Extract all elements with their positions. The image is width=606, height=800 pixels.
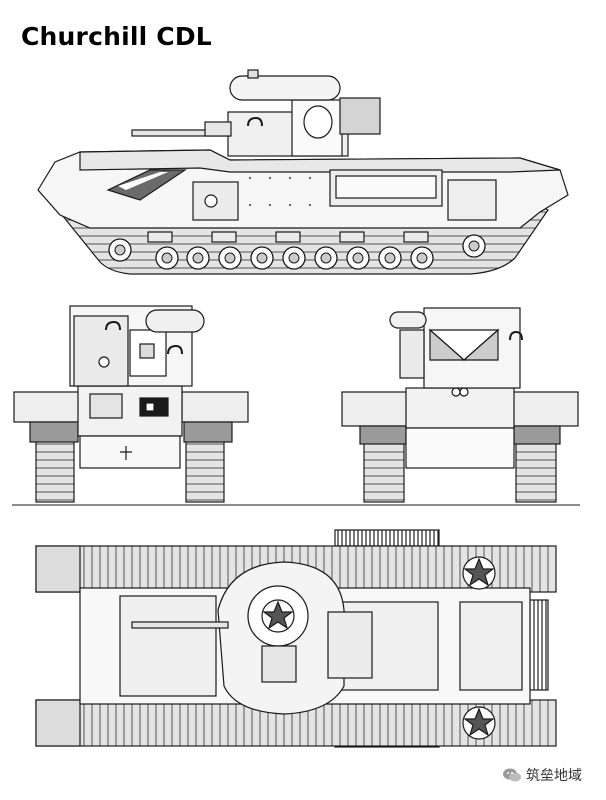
top-view — [35, 529, 557, 748]
side-view — [37, 69, 569, 275]
watermark-text: 筑垒地域 — [526, 768, 582, 784]
page-title: Churchill CDL — [21, 22, 212, 51]
watermark: 筑垒地域 — [502, 764, 582, 786]
rear-view — [341, 307, 579, 503]
front-view — [13, 305, 249, 503]
wechat-icon — [503, 768, 521, 782]
star-emblem-turret — [261, 599, 295, 633]
star-emblem-track-bottom — [462, 706, 496, 740]
star-emblem-track-top — [462, 556, 496, 590]
